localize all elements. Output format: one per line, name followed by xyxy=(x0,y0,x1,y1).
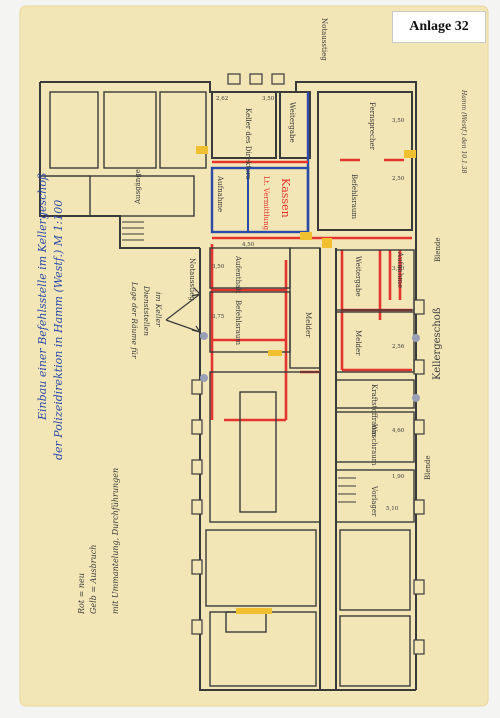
left-wing-rooms xyxy=(40,91,207,217)
label-notausstieg-left: Notausstieg xyxy=(188,258,196,301)
annotation-line3: im Keller xyxy=(154,292,163,327)
side-note: Hamm (Westf.) den 10.1.38 xyxy=(460,89,467,174)
dim-6: 3,50 xyxy=(212,264,225,270)
dim-1: 2,62 xyxy=(216,96,228,102)
openings-yellow xyxy=(196,146,416,614)
title-line1: Einbau einer Befehlsstelle im Kellergesc… xyxy=(36,173,49,421)
dim-12: 5,10 xyxy=(386,506,399,512)
label-melder-1: Melder xyxy=(304,312,312,338)
annotation-line2: Dienststellen xyxy=(142,285,151,336)
drawing-legend: Rot = neu Gelb = Ausbruch mit Ummantelun… xyxy=(77,468,120,615)
label-weitergabe: Weitergabe xyxy=(354,256,362,297)
appendix-badge: Anlage 32 xyxy=(392,11,486,43)
dim-8: 3,90 xyxy=(392,266,405,272)
label-aufnahme-2: Aufnahme xyxy=(396,251,404,288)
dim-4: 2,50 xyxy=(392,176,405,182)
legend-line1: Rot = neu xyxy=(77,573,86,615)
label-kraftstoffraum: Kraftstoffraum xyxy=(370,384,378,437)
label-kassen: Kassen xyxy=(279,178,292,218)
legend-line2: Gelb = Ausbruch xyxy=(89,545,98,614)
dim-11: 1,90 xyxy=(392,474,405,480)
label-blende-2: Blende xyxy=(424,455,432,480)
command-rooms-top xyxy=(210,91,413,234)
dim-10: 4,60 xyxy=(392,428,405,434)
label-vermittlung: Lt. Vermittlung xyxy=(262,176,270,231)
label-kellergeschoss-right: Kellergeschoß xyxy=(432,307,443,380)
columns xyxy=(200,332,420,402)
stairs xyxy=(122,221,356,503)
dim-3: 3,50 xyxy=(392,118,405,124)
label-aufnahme: Aufnahme xyxy=(216,175,224,212)
dim-2: 3,50 xyxy=(262,96,275,102)
label-notausstieg-top: Notausstieg xyxy=(320,18,328,61)
title-line2: der Polizeidirektion in Hamm (Westf.) M … xyxy=(52,200,65,460)
annotation-text: Lage der Räume für Dienststellen im Kell… xyxy=(130,281,163,359)
window-piers xyxy=(191,73,425,655)
label-fernsprecher: Fernsprecher xyxy=(368,102,376,151)
label-befehlsraum-main: Befehlsraum xyxy=(350,174,358,219)
paper-background xyxy=(19,5,489,707)
room-labels: Keller des Direktors Weitergabe Fernspre… xyxy=(134,18,443,517)
label-melder-2: Melder xyxy=(354,330,362,356)
label-vorlager: Vorlager xyxy=(370,485,378,517)
label-befehlsraum-left: Befehlsraum xyxy=(234,300,242,345)
label-blende-1: Blende xyxy=(434,237,442,262)
annotation-arrows xyxy=(165,287,202,333)
dim-7: 3,75 xyxy=(212,314,225,320)
dim-9: 2,56 xyxy=(392,344,405,350)
label-ausgaenge: Ausgänge xyxy=(134,169,142,205)
legend-line3: mit Ummantelung, Durchführungen xyxy=(111,468,120,614)
label-waschraum: Waschraum xyxy=(370,424,378,466)
dimension-labels: 2,62 3,50 3,50 2,50 4,50 3,50 3,75 3,90 … xyxy=(212,96,405,512)
side-note-text: Hamm (Westf.) den 10.1.38 xyxy=(460,89,467,174)
label-aufenthalt: Aufenthalt xyxy=(234,255,242,294)
label-weitergang: Weitergabe xyxy=(288,102,296,143)
dim-5: 4,50 xyxy=(242,242,255,248)
annotation-line1: Lage der Räume für xyxy=(130,281,139,359)
drawing-title: Einbau einer Befehlsstelle im Kellergesc… xyxy=(36,173,65,460)
label-keller-direktor: Keller des Direktors xyxy=(244,108,252,180)
